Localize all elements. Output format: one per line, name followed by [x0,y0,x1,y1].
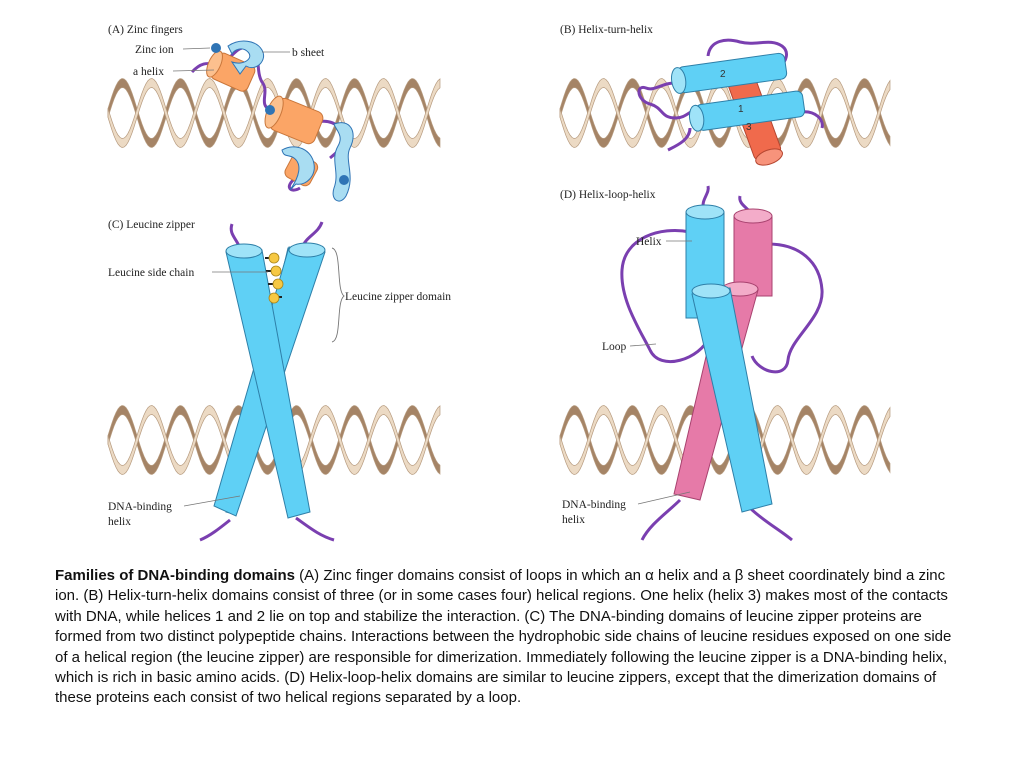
beta-sheet-ribbon-3 [281,146,315,191]
beta-sheet-ribbon-1 [227,40,264,75]
panel-a-zinc-fingers: (A) Zinc fingers Zinc ion a helix [108,24,354,202]
dna-binding-domains-figure: (A) Zinc fingers Zinc ion a helix [107,24,891,542]
figure-caption: Families of DNA-binding domains (A) Zinc… [55,566,955,709]
panel-b-title: (B) Helix-turn-helix [560,24,653,36]
dna-helix-b [559,78,891,148]
zinc-ion-2 [265,105,275,115]
dna-strand-front [559,405,891,475]
dna-strand-back [107,78,441,148]
dna-helix-a [107,78,441,148]
label-loop: Loop [602,341,627,353]
label-leucine-zipper-domain: Leucine zipper domain [345,291,451,303]
label-b-sheet: b sheet [292,47,325,59]
label-d-dna-binding-1: DNA-binding [562,499,626,511]
label-d-dna-binding-2: helix [562,514,585,526]
dna-helix-d [559,405,891,475]
zipper-domain-bracket [331,247,345,343]
helix-2-cylinder [671,52,788,94]
loop-left [620,229,712,363]
label-leucine-side-chain: Leucine side chain [108,267,194,279]
dna-strand-back [107,405,441,475]
helix-number-2: 2 [720,69,726,80]
loop-right [750,242,824,374]
label-helix: Helix [636,236,662,248]
panel-c-leucine-zipper: (C) Leucine zipper Leucine side chain Le… [108,219,451,542]
dna-strand-back [559,405,891,475]
dna-strand-back [559,78,891,148]
panel-a-title: (A) Zinc fingers [108,24,183,36]
label-zinc-ion: Zinc ion [135,44,174,56]
caption-lead: Families of DNA-binding domains [55,567,296,584]
panel-b-helix-turn-helix: (B) Helix-turn-helix 2 1 3 [560,24,824,166]
helix-1-cylinder [688,90,806,132]
caption-body: (A) Zinc finger domains consist of loops… [55,567,952,707]
helix-number-1: 1 [738,104,744,115]
label-c-dna-binding-1: DNA-binding [108,501,172,513]
beta-sheet-ribbon-2 [332,122,354,202]
label-c-dna-binding-2: helix [108,516,131,528]
zinc-ion-3 [339,175,349,185]
dna-strand-front [107,78,441,148]
panel-c-title: (C) Leucine zipper [108,219,195,231]
dna-strand-front [559,78,891,148]
panel-d-title: (D) Helix-loop-helix [560,189,656,201]
zinc-ion-1 [211,43,221,53]
leucine-side-chains [265,252,284,304]
panel-d-helix-loop-helix: (D) Helix-loop-helix Helix Loop DNA-bind… [560,185,824,542]
label-a-helix: a helix [133,66,164,78]
helix-number-3: 3 [746,122,752,133]
